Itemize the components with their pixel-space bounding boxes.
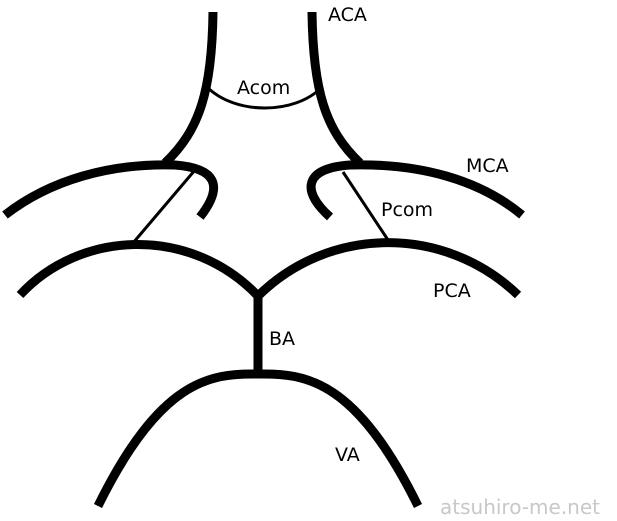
- pcom-label: Pcom: [381, 199, 434, 221]
- right-pcom-vessel: [341, 171, 392, 244]
- mca-label: MCA: [466, 155, 509, 177]
- acom-label: Acom: [237, 77, 291, 99]
- watermark: atsuhiro-me.net: [440, 495, 600, 519]
- right-aca-vessel: [307, 11, 364, 167]
- vertebral-artery-vessel: [93, 369, 423, 508]
- left-pcom-vessel: [131, 169, 197, 244]
- va-label: VA: [335, 444, 360, 466]
- left-mca-vessel: [2, 160, 219, 220]
- pca-label: PCA: [433, 280, 471, 302]
- right-mca-vessel: [306, 160, 525, 221]
- acom-vessel: [205, 85, 324, 110]
- ba-label: BA: [269, 328, 296, 350]
- aca-label: ACA: [328, 4, 367, 26]
- right-pca-vessel: [254, 238, 522, 300]
- left-aca-vessel: [161, 11, 218, 167]
- left-pca-vessel: [16, 240, 262, 300]
